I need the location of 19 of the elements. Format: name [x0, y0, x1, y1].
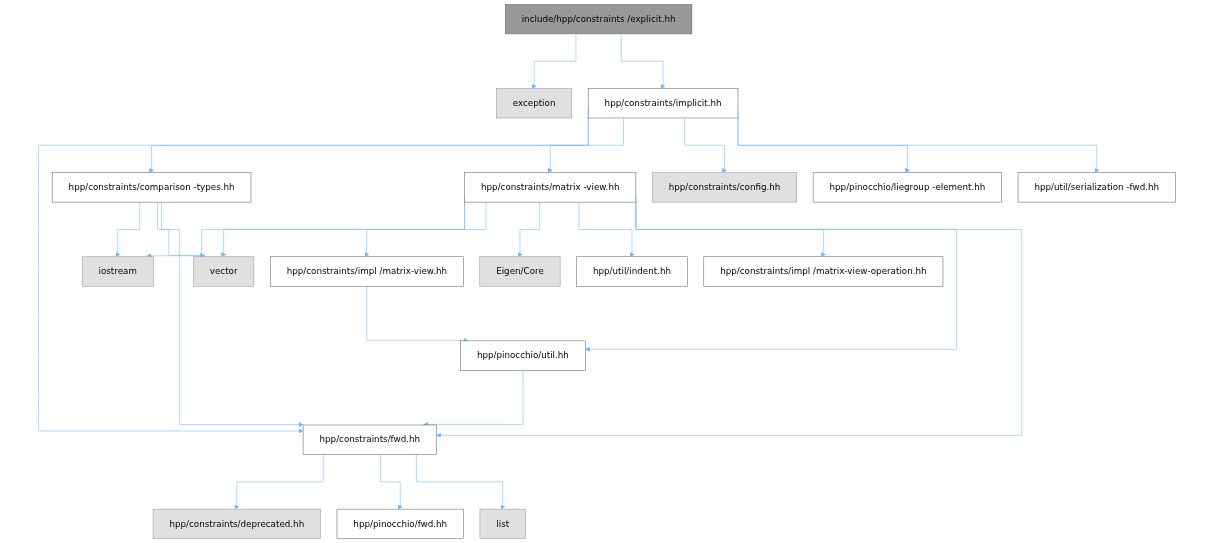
node-box: include/hpp/constraints /explicit.hh — [505, 4, 693, 35]
node-box: hpp/constraints/impl /matrix-view-operation.hh — [703, 256, 944, 287]
node-box: hpp/constraints/implicit.hh — [587, 88, 739, 119]
node-box: hpp/pinocchio/fwd.hh — [336, 508, 464, 539]
node-box: exception — [496, 88, 573, 119]
node-box: hpp/constraints/matrix -view.hh — [464, 172, 637, 203]
node-box: hpp/pinocchio/liegroup -element.hh — [812, 172, 1002, 203]
node-box: hpp/constraints/comparison -types.hh — [51, 172, 252, 203]
node-box: hpp/constraints/config.hh — [652, 172, 797, 203]
node-box: Eigen/Core — [479, 256, 561, 287]
node-box: hpp/constraints/impl /matrix-view.hh — [270, 256, 464, 287]
node-box: hpp/util/serialization -fwd.hh — [1017, 172, 1176, 203]
node-box: list — [479, 508, 526, 539]
node-box: hpp/util/indent.hh — [576, 256, 688, 287]
node-box: hpp/constraints/fwd.hh — [302, 424, 437, 455]
node-box: hpp/pinocchio/util.hh — [460, 340, 586, 371]
node-box: hpp/constraints/deprecated.hh — [152, 508, 321, 539]
node-box: iostream — [81, 256, 154, 287]
node-box: vector — [193, 256, 255, 287]
